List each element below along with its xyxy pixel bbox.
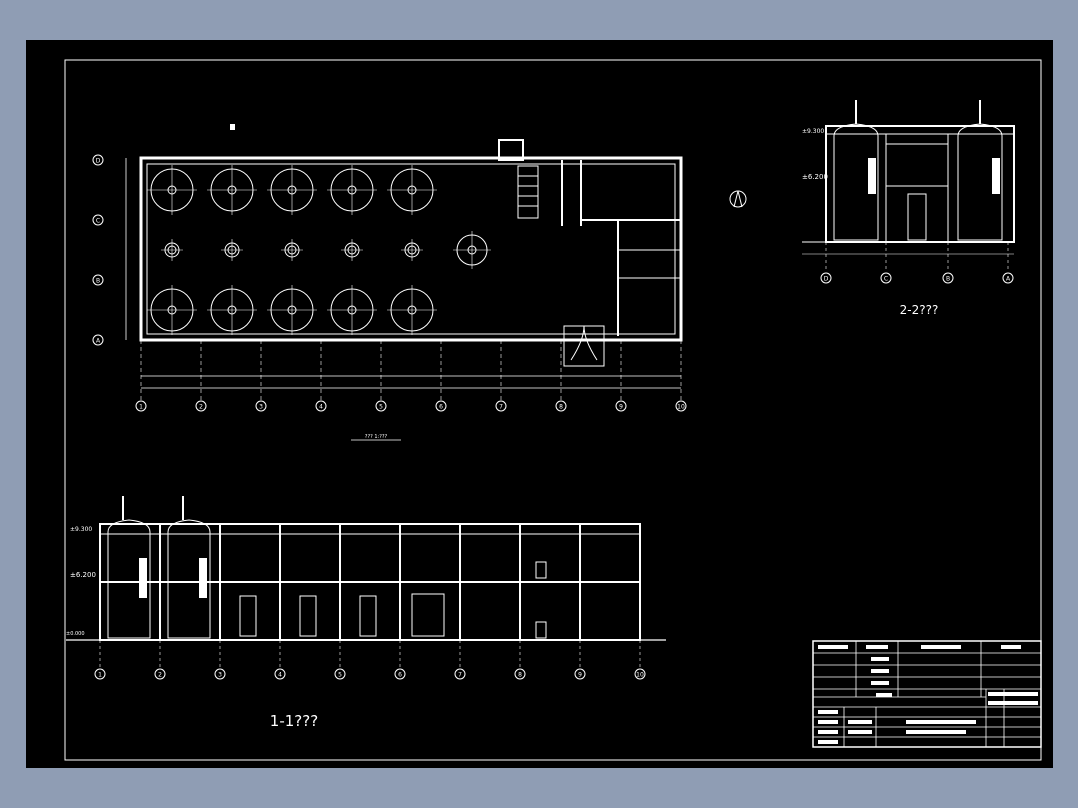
elev-label-ground-1: ±0.000 bbox=[66, 631, 85, 637]
plan-axis-bubble bbox=[195, 400, 207, 412]
section2-axis-label: C bbox=[884, 276, 888, 283]
floor-plan: 1 2 3 4 5 6 7 8 9 10 D C B A ??? 1:??? bbox=[92, 124, 747, 441]
section-2-2: ±9.300 ±6.200 D C B A 2-2??? bbox=[802, 100, 1015, 317]
tank-row-top bbox=[147, 165, 437, 215]
title-block bbox=[812, 640, 1042, 748]
section2-axis-bubble bbox=[1002, 272, 1014, 284]
plan-axis-bubble bbox=[435, 400, 447, 412]
section1-axis-label: 8 bbox=[518, 672, 522, 679]
section1-axis-bubble bbox=[574, 668, 586, 680]
plan-axis-label: 6 bbox=[439, 404, 443, 411]
plan-axis-bubble bbox=[135, 400, 147, 412]
plan-row-bubble bbox=[92, 214, 104, 226]
plan-axis-label: 9 bbox=[619, 404, 623, 411]
section1-column-axes: 1 2 3 4 5 6 7 8 9 10 bbox=[94, 640, 646, 680]
tank-bottom-4 bbox=[327, 285, 377, 335]
elev-label-mid-1: ±6.200 bbox=[70, 571, 96, 579]
tank-row-bottom bbox=[147, 285, 437, 335]
drawing-sheet: 1 2 3 4 5 6 7 8 9 10 D C B A ??? 1:??? ±9.300 ±6.200 … bbox=[26, 40, 1053, 768]
plan-row-label: B bbox=[96, 278, 100, 285]
plan-axis-label: 7 bbox=[499, 404, 503, 411]
tank-mid-4 bbox=[341, 239, 363, 261]
elev-label-top-1: ±9.300 bbox=[70, 526, 92, 533]
tank-mid-2 bbox=[221, 239, 243, 261]
tank-top-1 bbox=[147, 165, 197, 215]
section1-axis-bubble bbox=[214, 668, 226, 680]
section1-axis-label: 1 bbox=[98, 672, 102, 679]
section2-axis-label: A bbox=[1006, 276, 1011, 283]
plan-axis-bubble bbox=[615, 400, 627, 412]
tank-bottom-2 bbox=[207, 285, 257, 335]
plan-row-label: D bbox=[96, 158, 101, 165]
tank-mid-1 bbox=[161, 239, 183, 261]
section1-bays bbox=[99, 524, 641, 640]
plan-row-label: A bbox=[96, 338, 101, 345]
tank-mid-5 bbox=[401, 239, 423, 261]
plan-axis-label: 2 bbox=[199, 404, 203, 411]
tank-top-3 bbox=[267, 165, 317, 215]
section1-axis-label: 3 bbox=[218, 672, 222, 679]
section1-axis-bubble bbox=[634, 668, 646, 680]
section-2-title: 2-2??? bbox=[900, 303, 939, 317]
plan-axis-bubble bbox=[315, 400, 327, 412]
plan-axis-bubble bbox=[675, 400, 687, 412]
cad-drawing: 1 2 3 4 5 6 7 8 9 10 D C B A ??? 1:??? ±9.300 ±6.200 … bbox=[64, 59, 1042, 761]
section-1-title: 1-1??? bbox=[270, 712, 318, 730]
section1-axis-bubble bbox=[454, 668, 466, 680]
elev-label-mid-2: ±6.200 bbox=[802, 173, 828, 181]
section2-axis-bubble bbox=[880, 272, 892, 284]
section1-axis-label: 10 bbox=[636, 672, 644, 679]
section1-axis-label: 6 bbox=[398, 672, 402, 679]
drawing-border bbox=[64, 59, 1042, 761]
section2-axis-label: B bbox=[946, 276, 950, 283]
plan-axis-label: 4 bbox=[319, 404, 323, 411]
tank-row-middle bbox=[161, 231, 491, 269]
tank-bottom-3 bbox=[267, 285, 317, 335]
section1-axis-label: 7 bbox=[458, 672, 462, 679]
plan-row-bubble bbox=[92, 274, 104, 286]
tank-top-2 bbox=[207, 165, 257, 215]
section2-axis-bubble bbox=[820, 272, 832, 284]
section1-axis-bubble bbox=[154, 668, 166, 680]
section1-axis-bubble bbox=[334, 668, 346, 680]
section-1-1: ±9.300 ±6.200 ±0.000 1 2 3 4 5 6 7 8 9 10 1-1??? bbox=[66, 496, 666, 730]
section1-axis-bubble bbox=[514, 668, 526, 680]
section2-axis-label: D bbox=[824, 276, 829, 283]
section1-axis-label: 2 bbox=[158, 672, 162, 679]
tank-mid-large bbox=[453, 231, 491, 269]
tank-bottom-1 bbox=[147, 285, 197, 335]
section1-axis-label: 4 bbox=[278, 672, 282, 679]
plan-axis-label: 3 bbox=[259, 404, 263, 411]
tank-mid-3 bbox=[281, 239, 303, 261]
tank-top-5 bbox=[387, 165, 437, 215]
plan-column-axes: 1 2 3 4 5 6 7 8 9 10 D C B A bbox=[92, 154, 687, 412]
plan-row-bubble bbox=[92, 334, 104, 346]
plan-axis-bubble bbox=[495, 400, 507, 412]
elev-label-top-2: ±9.300 bbox=[802, 128, 824, 135]
plan-row-label: C bbox=[96, 218, 100, 225]
plan-axis-label: 5 bbox=[379, 404, 383, 411]
plan-caption: ??? 1:??? bbox=[365, 434, 388, 440]
plan-axis-label: 10 bbox=[677, 404, 685, 411]
plan-axis-label: 8 bbox=[559, 404, 563, 411]
section1-axis-bubble bbox=[94, 668, 106, 680]
plan-axis-label: 1 bbox=[139, 404, 143, 411]
section1-axis-bubble bbox=[394, 668, 406, 680]
section1-axis-label: 9 bbox=[578, 672, 582, 679]
section1-axis-bubble bbox=[274, 668, 286, 680]
plan-axis-bubble bbox=[375, 400, 387, 412]
section2-axis-bubble bbox=[942, 272, 954, 284]
tank-top-4 bbox=[327, 165, 377, 215]
tank-bottom-5 bbox=[387, 285, 437, 335]
section1-axis-label: 5 bbox=[338, 672, 342, 679]
plan-row-bubble bbox=[92, 154, 104, 166]
plan-axis-bubble bbox=[555, 400, 567, 412]
plan-axis-bubble bbox=[255, 400, 267, 412]
